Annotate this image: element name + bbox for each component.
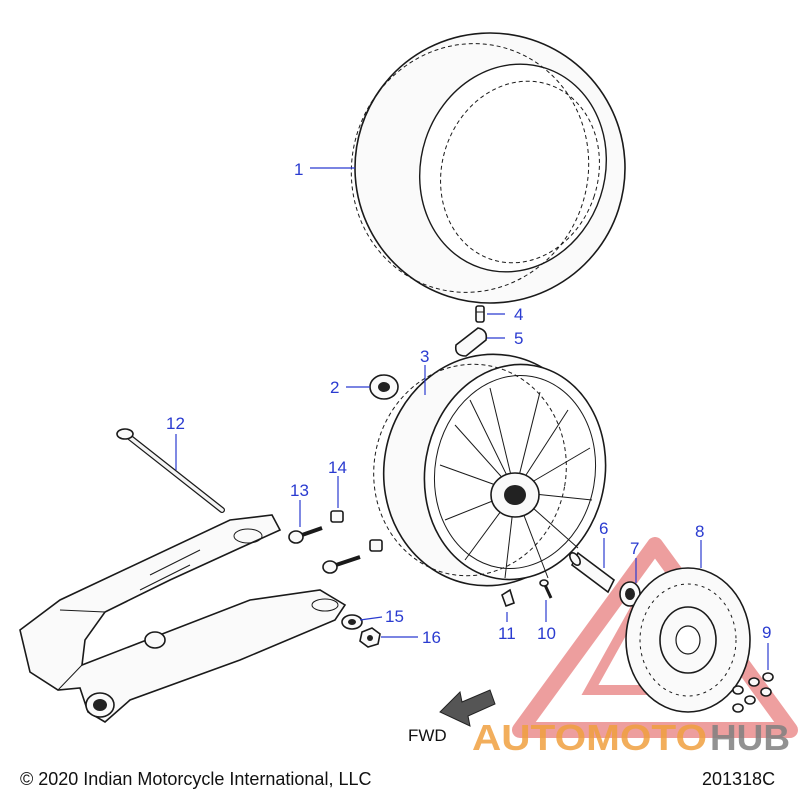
callout-2: 2 [330, 378, 339, 397]
callout-5: 5 [514, 329, 523, 348]
callout-9: 9 [762, 623, 771, 642]
bearing-7 [619, 581, 641, 607]
fwd-arrow [439, 689, 496, 727]
callout-13: 13 [290, 481, 309, 500]
disc-bolts [732, 672, 774, 713]
callout-1: 1 [294, 160, 303, 179]
axle [116, 428, 225, 513]
axle-nut-16 [359, 627, 381, 648]
callout-3: 3 [420, 347, 429, 366]
hub-spacer-6 [569, 551, 616, 594]
valve-stem [475, 305, 485, 323]
fwd-label: FWD [408, 726, 447, 745]
tire [350, 32, 626, 304]
adjuster-bolt-lower [322, 539, 383, 574]
wheel [373, 353, 607, 587]
watermark-logo: AUTOMOTO HUB [472, 717, 790, 758]
valve-cap [454, 327, 488, 357]
callout-labels: 1 2 3 4 5 6 7 8 9 10 11 12 13 14 15 16 [166, 160, 771, 647]
watermark-text-primary: AUTOMOTO [472, 717, 707, 758]
figure-id: 201318C [702, 769, 775, 789]
callout-4: 4 [514, 305, 523, 324]
callout-12: 12 [166, 414, 185, 433]
spacer [369, 374, 399, 400]
screw-10 [539, 579, 553, 599]
swingarm [19, 514, 347, 723]
callout-14: 14 [328, 458, 347, 477]
nut-14 [330, 510, 344, 523]
callout-11: 11 [498, 624, 516, 643]
brake-disc [625, 567, 751, 713]
callout-leaders [175, 167, 769, 670]
callout-6: 6 [599, 519, 608, 538]
adjuster-bolt-13 [288, 526, 323, 544]
callout-8: 8 [695, 522, 704, 541]
copyright-text: © 2020 Indian Motorcycle International, … [20, 769, 371, 789]
balance-weight-11 [501, 588, 515, 608]
washer-15 [341, 614, 363, 630]
callout-10: 10 [537, 624, 556, 643]
callout-15: 15 [385, 607, 404, 626]
callout-16: 16 [422, 628, 441, 647]
watermark-text-secondary: HUB [710, 717, 790, 758]
callout-7: 7 [630, 539, 639, 558]
